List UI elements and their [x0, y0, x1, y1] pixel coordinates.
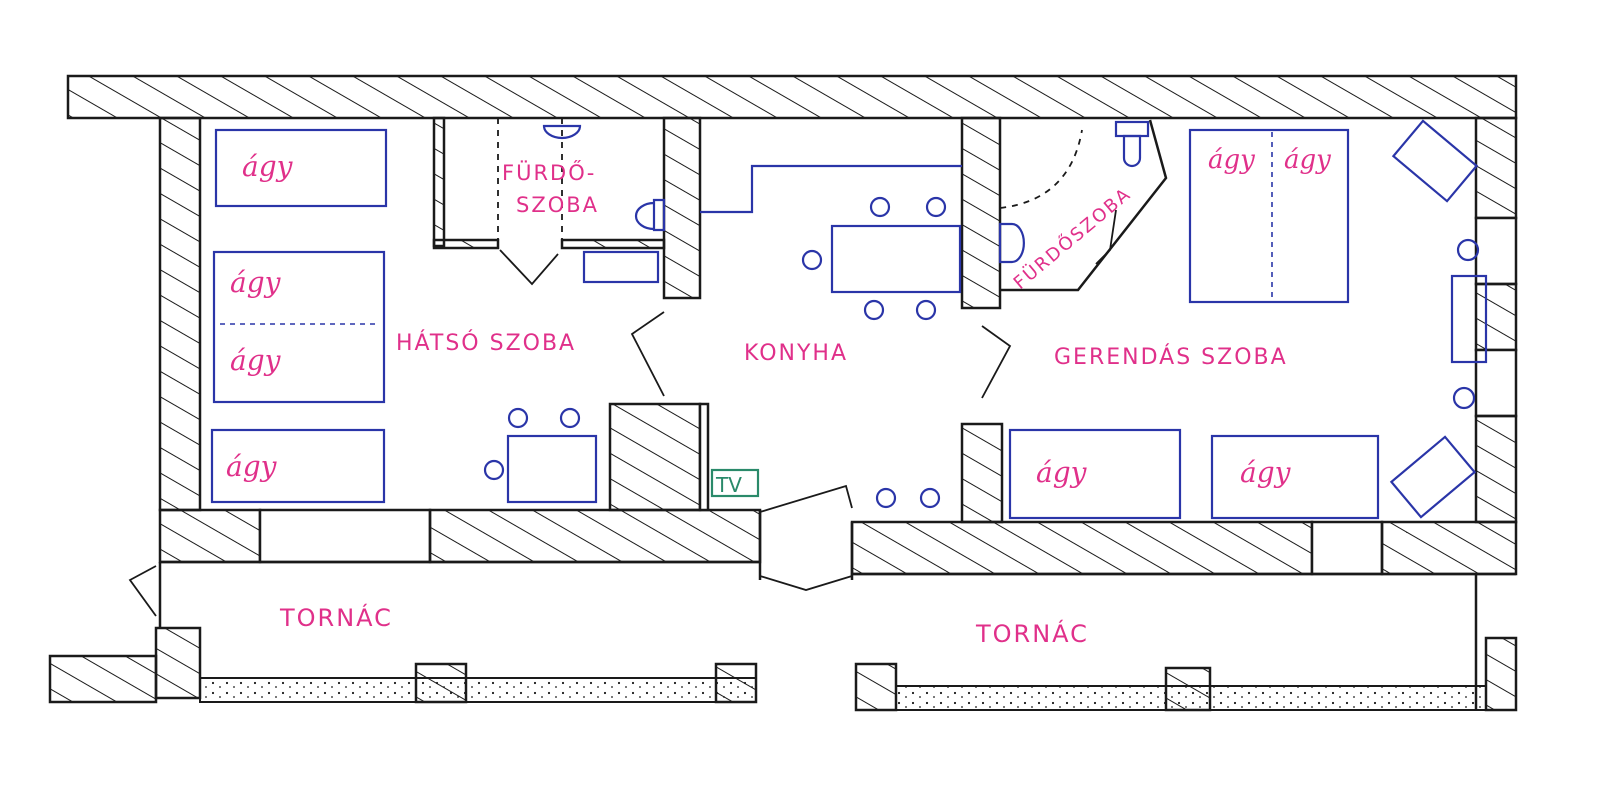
porch-pillar-end-left: [714, 662, 758, 704]
wall-bottom-window-2: [1310, 520, 1384, 576]
bed-label: ágy: [1240, 456, 1292, 489]
wall-kitchen-bottom: [698, 402, 710, 512]
chair-icon: [863, 299, 885, 321]
bathroom-right: [998, 119, 1168, 292]
bed-label: ágy: [226, 450, 278, 483]
table: [506, 434, 598, 504]
label-bathroom-right: FÜRDŐSZOBA: [1009, 183, 1135, 294]
label-porch-right: TORNÁC: [975, 619, 1089, 648]
label-bathroom-left: FÜRDŐ-: [502, 160, 596, 185]
bed: [210, 428, 386, 504]
tv-label: TV: [715, 473, 742, 497]
porch-pillar-left: [154, 626, 202, 700]
bed-label: ágy: [230, 344, 282, 377]
walls: [66, 74, 1518, 576]
bed-label: ágy: [1284, 145, 1331, 175]
wall-left: [158, 116, 202, 512]
armchair: [1389, 435, 1477, 519]
wall-bath-left-side: [432, 116, 446, 248]
wall-right-mid3: [1474, 348, 1518, 418]
label-porch-left: TORNÁC: [279, 603, 393, 632]
porch-pillar-mid-right: [1164, 666, 1212, 712]
wall-top: [66, 74, 1518, 120]
wall-bottom-window-1: [258, 508, 432, 564]
bed: [1210, 434, 1380, 520]
toilet-icon: [634, 198, 666, 232]
wall-bottom-1: [158, 508, 262, 564]
bed: [214, 128, 388, 208]
kitchen-table: [830, 224, 962, 294]
double-bed: [1188, 128, 1350, 304]
chair-icon: [801, 249, 823, 271]
bed-label: ágy: [1036, 456, 1088, 489]
porch-pillar-right: [1484, 636, 1518, 712]
toilet-icon: [1114, 120, 1150, 138]
side-table: [1450, 274, 1488, 364]
chair-icon: [507, 407, 529, 429]
bed: [212, 250, 386, 404]
porch: [48, 560, 1518, 712]
bathroom-left: [497, 118, 666, 284]
porch-pillar-start-right: [854, 662, 898, 712]
chair-icon: [875, 487, 897, 509]
label-beam-room: GERENDÁS SZOBA: [1054, 344, 1288, 370]
bed-label: ágy: [1208, 145, 1255, 175]
wall-bottom-4: [1380, 520, 1518, 576]
chair-icon: [869, 196, 891, 218]
chair-icon: [925, 196, 947, 218]
wall-partition-1-top: [662, 116, 702, 300]
label-bathroom-left: SZOBA: [516, 193, 599, 217]
bed-label: ágy: [242, 150, 294, 183]
wall-bath-left-bottom-2: [560, 238, 666, 250]
chair-icon: [1456, 238, 1480, 262]
toilet-icon: [542, 124, 582, 140]
porch-pillar-mid-left: [414, 662, 468, 704]
wall-bottom-3: [850, 520, 1314, 576]
chair-icon: [559, 407, 581, 429]
chair-icon: [919, 487, 941, 509]
kitchen-counter: [700, 164, 962, 214]
wall-right-bottom: [1474, 414, 1518, 524]
sink-icon: [582, 250, 660, 284]
wall-right-top: [1474, 116, 1518, 220]
beam-room: ágy ágy ágy ágy: [1008, 119, 1488, 520]
entrance-door: [758, 484, 854, 591]
porch-ground-left: [48, 654, 158, 704]
label-back-room: HÁTSÓ SZOBA: [396, 330, 576, 356]
bed: [1008, 428, 1182, 520]
tv-icon: [710, 468, 760, 498]
wall-right-mid1: [1474, 216, 1518, 286]
toilet-icon: [998, 222, 1025, 264]
wall-partition-2-top: [960, 116, 1002, 310]
back-room: ágy ágy ágy ágy: [210, 128, 598, 504]
wall-bath-left-bottom: [432, 238, 500, 250]
armchair: [1391, 119, 1479, 203]
wall-right-mid2: [1474, 282, 1518, 352]
wall-partition-1-bottom: [608, 402, 702, 512]
wall-bottom-2: [428, 508, 762, 564]
chair-icon: [915, 299, 937, 321]
porch-gravel-left: [199, 677, 757, 703]
wall-partition-2-bottom: [960, 422, 1004, 524]
chair-icon: [483, 459, 505, 481]
chair-icon: [1452, 386, 1476, 410]
label-kitchen: KONYHA: [744, 341, 848, 366]
interior-doors: [499, 209, 1117, 399]
bed-label: ágy: [230, 266, 282, 299]
kitchen: TV: [700, 164, 962, 509]
toilet-icon: [1122, 134, 1142, 168]
